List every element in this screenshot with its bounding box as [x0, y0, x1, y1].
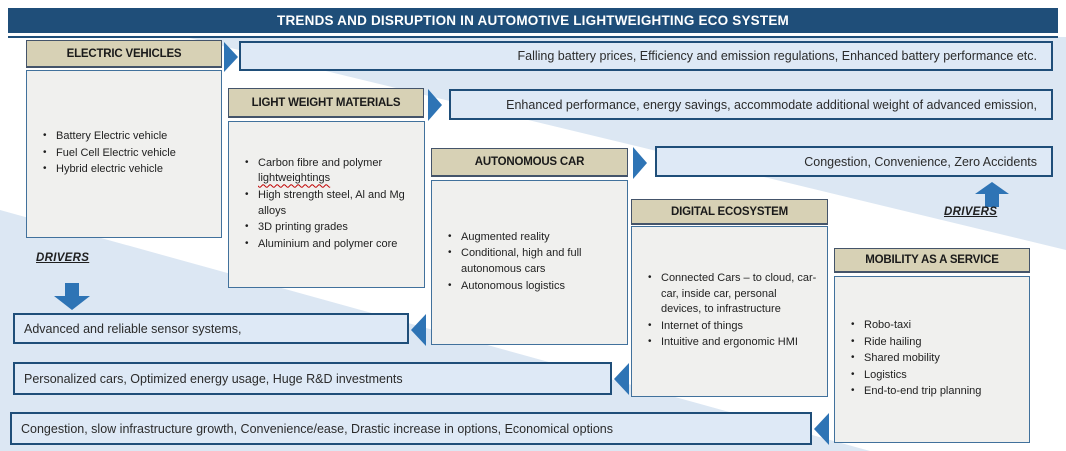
- trend-callout-text: Enhanced performance, energy savings, ac…: [506, 97, 1037, 112]
- bullet-list-digital-ecosystem: Connected Cars – to cloud, car-car, insi…: [632, 271, 827, 352]
- column-header-label: AUTONOMOUS CAR: [474, 156, 585, 168]
- column-header-autonomous-car: AUTONOMOUS CAR: [431, 148, 628, 177]
- connector-arrow-right-light-weight-materials: [428, 89, 442, 121]
- column-header-label: DIGITAL ECOSYSTEM: [671, 205, 788, 218]
- bullet-item: End-to-end trip planning: [849, 384, 981, 400]
- diagram-title: TRENDS AND DISRUPTION IN AUTOMOTIVE LIGH…: [277, 13, 789, 28]
- column-header-mobility-as-a-service: MOBILITY AS A SERVICE: [834, 248, 1030, 273]
- bullet-list-mobility-as-a-service: Robo-taxiRide hailingShared mobilityLogi…: [835, 318, 989, 401]
- bullet-item: Conditional, high and full autonomous ca…: [446, 246, 619, 277]
- bullet-list-autonomous-car: Augmented realityConditional, high and f…: [432, 230, 627, 295]
- drivers-label-right: DRIVERS: [944, 206, 997, 218]
- drivers-label-left: DRIVERS: [36, 252, 89, 264]
- bullet-item: Intuitive and ergonomic HMI: [646, 335, 819, 351]
- connector-arrow-left-congestion: [814, 413, 829, 445]
- drivers-up-arrow-icon: [975, 182, 1009, 207]
- drivers-label-text: DRIVERS: [36, 252, 90, 264]
- column-header-label: ELECTRIC VEHICLES: [66, 47, 182, 60]
- drivers-down-arrow-icon: [54, 283, 90, 310]
- bullet-item: Carbon fibre and polymer lightweightings: [243, 156, 416, 187]
- column-header-label: LIGHT WEIGHT MATERIALS: [251, 96, 401, 109]
- driver-callout-personalized: Personalized cars, Optimized energy usag…: [13, 362, 612, 395]
- bullet-item: Robo-taxi: [849, 318, 981, 334]
- trend-callout-text: Congestion, Convenience, Zero Accidents: [804, 154, 1037, 169]
- driver-callout-sensors: Advanced and reliable sensor systems,: [13, 313, 409, 344]
- content-box-light-weight-materials: Carbon fibre and polymer lightweightings…: [228, 121, 425, 288]
- bullet-item: 3D printing grades: [243, 220, 416, 236]
- connector-arrow-left-personalized: [614, 363, 629, 395]
- trend-callout-performance: Enhanced performance, energy savings, ac…: [449, 89, 1053, 120]
- title-underline: [8, 36, 1058, 38]
- bullet-item: Connected Cars – to cloud, car-car, insi…: [646, 271, 819, 318]
- bullet-item: High strength steel, Al and Mg alloys: [243, 188, 416, 219]
- driver-callout-text: Personalized cars, Optimized energy usag…: [24, 371, 403, 386]
- content-box-digital-ecosystem: Connected Cars – to cloud, car-car, insi…: [631, 226, 828, 397]
- bullet-list-electric-vehicles: Battery Electric vehicleFuel Cell Electr…: [27, 129, 184, 179]
- bullet-item: Aluminium and polymer core: [243, 237, 416, 253]
- connector-arrow-right-autonomous-car: [633, 147, 647, 179]
- trend-callout-congestion: Congestion, Convenience, Zero Accidents: [655, 146, 1053, 177]
- bullet-item: Augmented reality: [446, 230, 619, 246]
- column-header-label: MOBILITY AS A SERVICE: [865, 254, 999, 266]
- diagram-title-bar: TRENDS AND DISRUPTION IN AUTOMOTIVE LIGH…: [8, 8, 1058, 33]
- driver-callout-text: Advanced and reliable sensor systems,: [24, 321, 242, 336]
- bullet-item: Autonomous logistics: [446, 279, 619, 295]
- bullet-item: Shared mobility: [849, 351, 981, 367]
- column-header-light-weight-materials: LIGHT WEIGHT MATERIALS: [228, 88, 424, 118]
- driver-callout-congestion: Congestion, slow infrastructure growth, …: [10, 412, 812, 445]
- trend-callout-text: Falling battery prices, Efficiency and e…: [517, 49, 1037, 63]
- bullet-item: Hybrid electric vehicle: [41, 162, 176, 178]
- bullet-item: Internet of things: [646, 319, 819, 335]
- bullet-item: Ride hailing: [849, 335, 981, 351]
- bullet-item: Battery Electric vehicle: [41, 129, 176, 145]
- column-header-digital-ecosystem: DIGITAL ECOSYSTEM: [631, 199, 828, 225]
- misspelled-word: lightweightings: [258, 172, 331, 185]
- content-box-electric-vehicles: Battery Electric vehicleFuel Cell Electr…: [26, 70, 222, 238]
- trend-callout-battery: Falling battery prices, Efficiency and e…: [239, 41, 1053, 71]
- connector-arrow-left-sensors: [411, 314, 426, 346]
- driver-callout-text: Congestion, slow infrastructure growth, …: [21, 421, 613, 436]
- column-header-electric-vehicles: ELECTRIC VEHICLES: [26, 40, 222, 68]
- content-box-autonomous-car: Augmented realityConditional, high and f…: [431, 180, 628, 345]
- bullet-item: Fuel Cell Electric vehicle: [41, 146, 176, 162]
- bullet-item: Logistics: [849, 368, 981, 384]
- bullet-list-light-weight-materials: Carbon fibre and polymer lightweightings…: [229, 156, 424, 254]
- drivers-label-text: DRIVERS: [944, 206, 998, 218]
- connector-arrow-right-electric-vehicles: [224, 42, 238, 72]
- content-box-mobility-as-a-service: Robo-taxiRide hailingShared mobilityLogi…: [834, 276, 1030, 443]
